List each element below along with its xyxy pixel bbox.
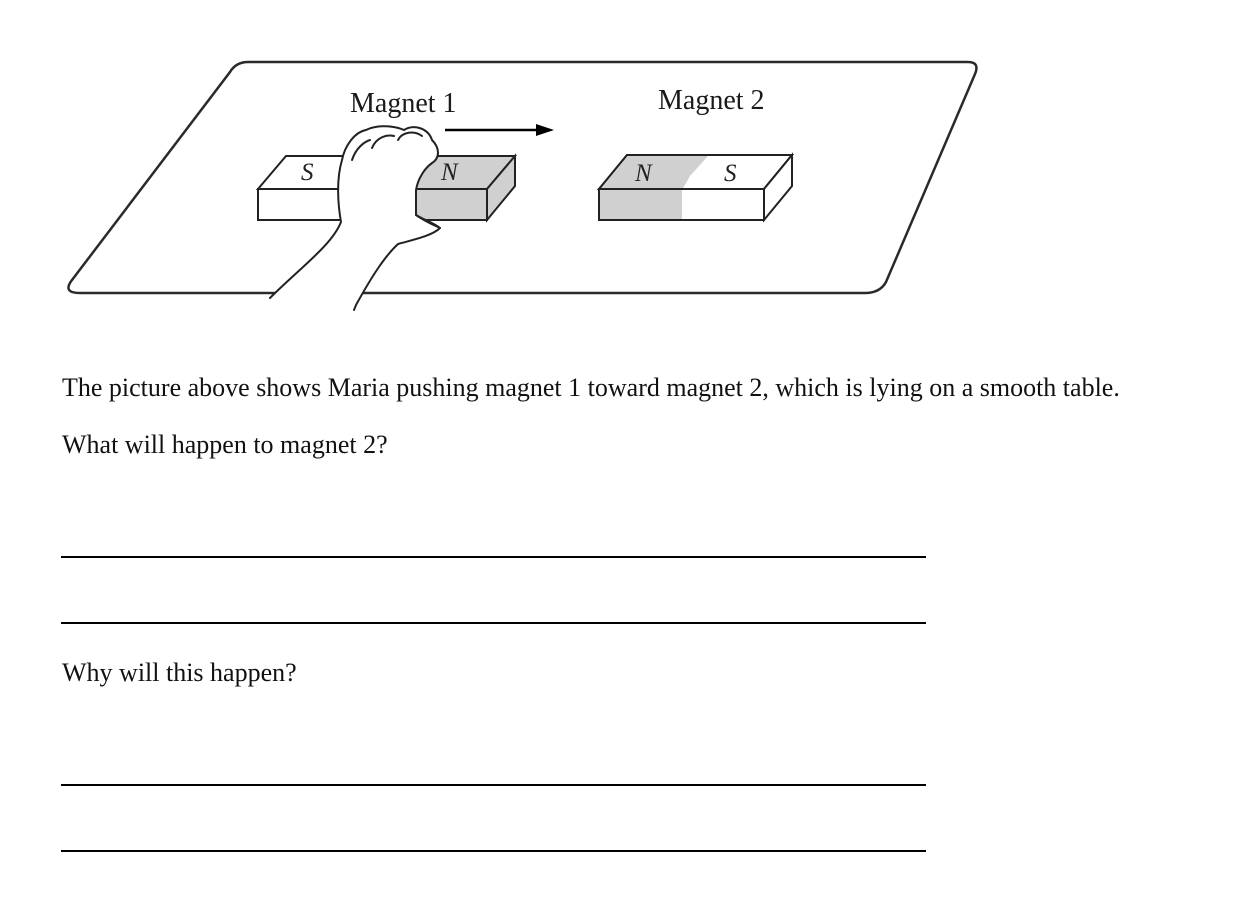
- magnet-2-label: Magnet 2: [658, 85, 765, 116]
- hand-icon: [269, 125, 441, 311]
- table-surface: [67, 60, 978, 295]
- magnet-2: N S: [596, 152, 795, 223]
- magnets-figure: Magnet 1 Magnet 2 S N N: [67, 60, 978, 311]
- magnet-2-s-pole: S: [724, 160, 737, 187]
- magnet-2-north-end: [600, 156, 708, 219]
- answer-line[interactable]: [61, 556, 926, 558]
- magnet-2-south-end: [763, 152, 793, 223]
- magnet-1-n-pole: N: [440, 159, 459, 186]
- answer-line[interactable]: [61, 850, 926, 852]
- magnet-1-label: Magnet 1: [350, 88, 457, 119]
- question-intro: The picture above shows Maria pushing ma…: [62, 373, 1120, 402]
- magnet-2-n-pole: N: [634, 160, 653, 187]
- answer-line[interactable]: [61, 622, 926, 624]
- answer-line[interactable]: [61, 784, 926, 786]
- magnet-1-s-pole: S: [301, 159, 314, 186]
- question-what-will-happen: What will happen to magnet 2?: [62, 430, 388, 459]
- question-why: Why will this happen?: [62, 658, 297, 687]
- push-arrow-icon: [445, 124, 554, 136]
